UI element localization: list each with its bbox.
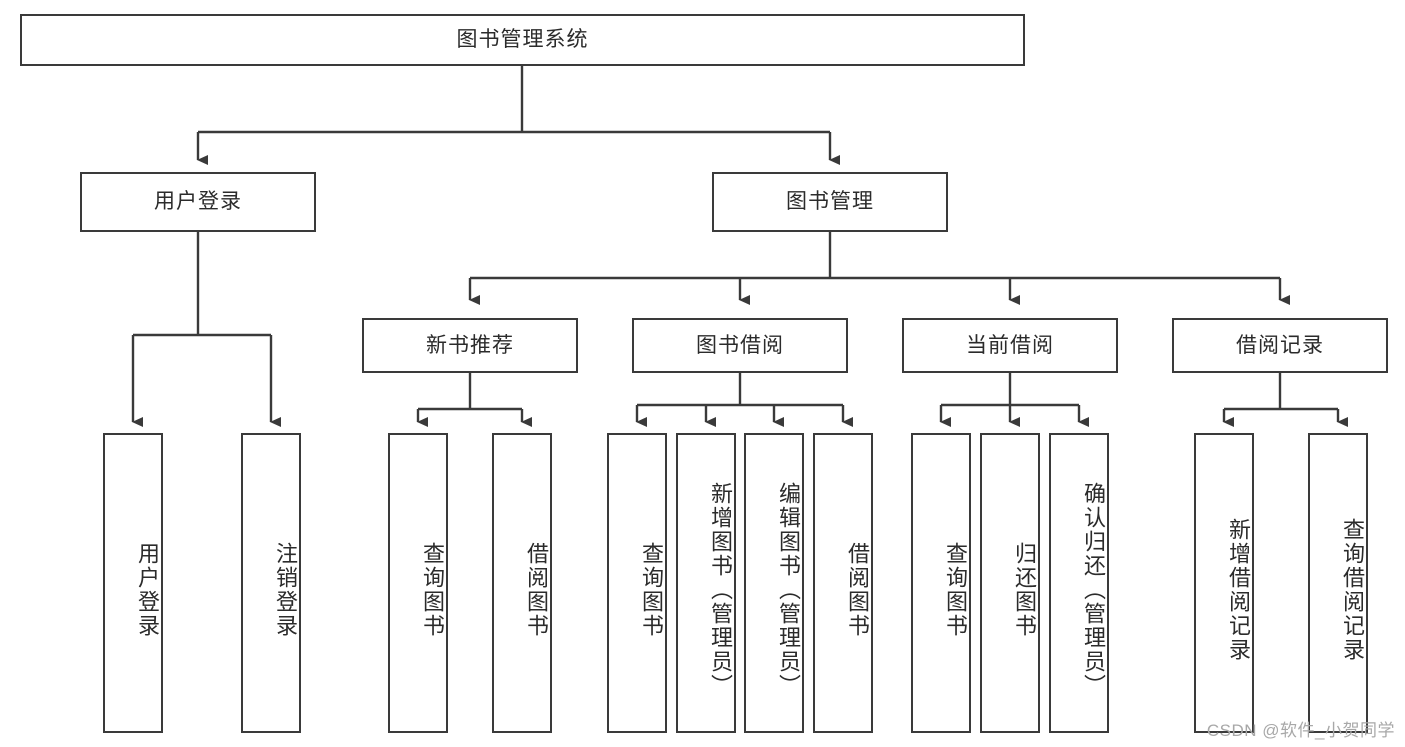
node-borrow-record[interactable]: 借阅记录 <box>1172 318 1388 373</box>
node-label: 借阅图书 <box>845 542 870 638</box>
node-label: 编辑图书（管理员） <box>776 482 801 698</box>
node-leaf-return-book[interactable]: 归还图书 <box>980 433 1040 733</box>
node-label: 当前借阅 <box>966 333 1054 357</box>
node-leaf-borrow-book-1[interactable]: 借阅图书 <box>492 433 552 733</box>
node-label: 新增图书（管理员） <box>708 482 733 698</box>
node-label: 查询借阅记录 <box>1340 518 1365 662</box>
node-label: 用户登录 <box>154 190 242 214</box>
node-label: 新书推荐 <box>426 333 514 357</box>
node-leaf-query-book-1[interactable]: 查询图书 <box>388 433 448 733</box>
watermark: CSDN @软件_小贺同学 <box>1206 721 1395 740</box>
node-book-borrow[interactable]: 图书借阅 <box>632 318 848 373</box>
node-label: 新增借阅记录 <box>1226 518 1251 662</box>
node-leaf-user-login[interactable]: 用户登录 <box>103 433 163 733</box>
node-label: 图书管理 <box>786 190 874 214</box>
node-label: 查询图书 <box>420 542 445 638</box>
node-book-management[interactable]: 图书管理 <box>712 172 948 232</box>
node-root-book-management-system[interactable]: 图书管理系统 <box>20 14 1025 66</box>
node-leaf-query-record[interactable]: 查询借阅记录 <box>1308 433 1368 733</box>
node-new-book-recommend[interactable]: 新书推荐 <box>362 318 578 373</box>
node-leaf-add-book[interactable]: 新增图书（管理员） <box>676 433 736 733</box>
node-leaf-edit-book[interactable]: 编辑图书（管理员） <box>744 433 804 733</box>
node-current-borrow[interactable]: 当前借阅 <box>902 318 1118 373</box>
node-leaf-logout[interactable]: 注销登录 <box>241 433 301 733</box>
node-label: 图书管理系统 <box>456 28 589 52</box>
node-label: 查询图书 <box>639 542 664 638</box>
node-label: 归还图书 <box>1012 542 1037 638</box>
node-label: 借阅记录 <box>1236 333 1324 357</box>
node-label: 确认归还（管理员） <box>1081 482 1106 698</box>
node-leaf-confirm-return[interactable]: 确认归还（管理员） <box>1049 433 1109 733</box>
node-user-login[interactable]: 用户登录 <box>80 172 316 232</box>
node-leaf-add-record[interactable]: 新增借阅记录 <box>1194 433 1254 733</box>
node-label: 图书借阅 <box>696 333 784 357</box>
node-label: 注销登录 <box>273 542 298 638</box>
node-leaf-borrow-book-2[interactable]: 借阅图书 <box>813 433 873 733</box>
node-label: 借阅图书 <box>524 542 549 638</box>
node-label: 用户登录 <box>135 542 160 638</box>
node-leaf-query-book-2[interactable]: 查询图书 <box>607 433 667 733</box>
node-leaf-query-book-3[interactable]: 查询图书 <box>911 433 971 733</box>
node-label: 查询图书 <box>943 542 968 638</box>
